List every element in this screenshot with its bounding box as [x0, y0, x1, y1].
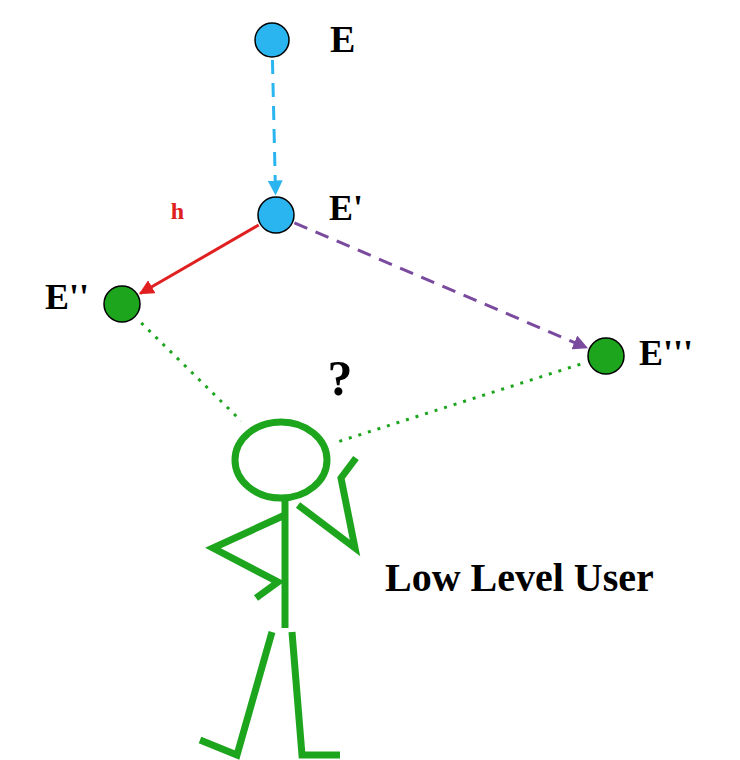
stick-figure: [195, 415, 370, 760]
user-figure: Low Level User: [195, 415, 370, 760]
node-label: E''': [639, 333, 693, 374]
node-label: E': [329, 188, 363, 229]
circle-shape: [257, 196, 295, 234]
question-mark: ?: [328, 351, 353, 406]
circle-shape: [254, 22, 290, 58]
state-circle: E: [254, 22, 290, 58]
node-label: Low Level User: [385, 555, 654, 601]
circle-shape: [103, 285, 141, 323]
state-circle: E'': [103, 285, 141, 323]
connector: [141, 323, 241, 421]
state-circle: E': [257, 196, 295, 234]
circle-shape: [587, 337, 625, 375]
state-circle: E''': [587, 337, 625, 375]
connector: [337, 364, 580, 442]
node-label: E: [330, 18, 355, 62]
connector: [140, 225, 259, 293]
edge-label: h: [169, 198, 186, 224]
connector: [294, 223, 586, 348]
connector: [272, 60, 275, 194]
node-label: E'': [45, 277, 89, 318]
